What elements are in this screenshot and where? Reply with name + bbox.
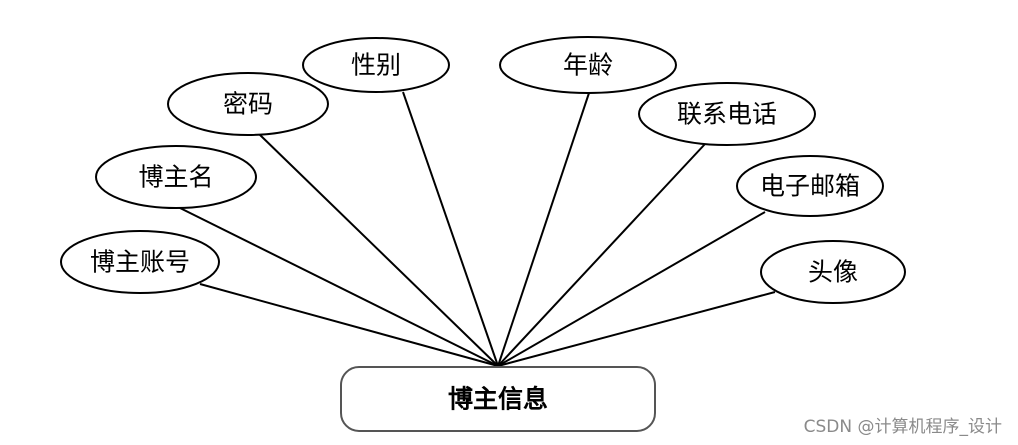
attribute-node: 博主名 bbox=[95, 145, 257, 209]
attribute-label: 性别 bbox=[351, 51, 401, 80]
attribute-label: 头像 bbox=[808, 258, 858, 287]
connector-lines bbox=[177, 91, 776, 367]
attribute-node: 年龄 bbox=[499, 36, 677, 94]
attribute-ellipse bbox=[167, 72, 329, 136]
connector-line bbox=[177, 206, 499, 367]
attribute-ellipse bbox=[736, 155, 884, 217]
attribute-label: 联系电话 bbox=[677, 100, 777, 129]
connector-line bbox=[402, 91, 499, 367]
entity-node: 博主信息 bbox=[340, 366, 656, 432]
attribute-node: 性别 bbox=[302, 37, 450, 93]
attribute-ellipse bbox=[760, 240, 906, 304]
entity-label: 博主信息 bbox=[448, 385, 548, 414]
connector-line bbox=[497, 291, 776, 367]
attribute-ellipse bbox=[638, 82, 816, 146]
attribute-label: 博主名 bbox=[138, 163, 213, 192]
attribute-label: 博主账号 bbox=[90, 248, 190, 277]
attribute-node: 博主账号 bbox=[60, 230, 220, 294]
attribute-ellipse bbox=[95, 145, 257, 209]
attribute-ellipse bbox=[60, 230, 220, 294]
attribute-label: 年龄 bbox=[563, 51, 613, 80]
connector-line bbox=[497, 211, 766, 367]
attribute-ellipse bbox=[499, 36, 677, 94]
attribute-label: 密码 bbox=[223, 90, 273, 119]
attribute-node: 电子邮箱 bbox=[736, 155, 884, 217]
connector-line bbox=[257, 132, 499, 367]
watermark: CSDN @计算机程序_设计 bbox=[803, 417, 1002, 437]
attribute-label: 电子邮箱 bbox=[760, 172, 860, 201]
attribute-node: 头像 bbox=[760, 240, 906, 304]
entity-box bbox=[340, 366, 656, 432]
connector-line bbox=[199, 283, 499, 367]
attribute-ellipse bbox=[302, 37, 450, 93]
attribute-node: 联系电话 bbox=[638, 82, 816, 146]
connector-line bbox=[497, 143, 706, 367]
connector-line bbox=[497, 92, 590, 367]
attribute-node: 密码 bbox=[167, 72, 329, 136]
